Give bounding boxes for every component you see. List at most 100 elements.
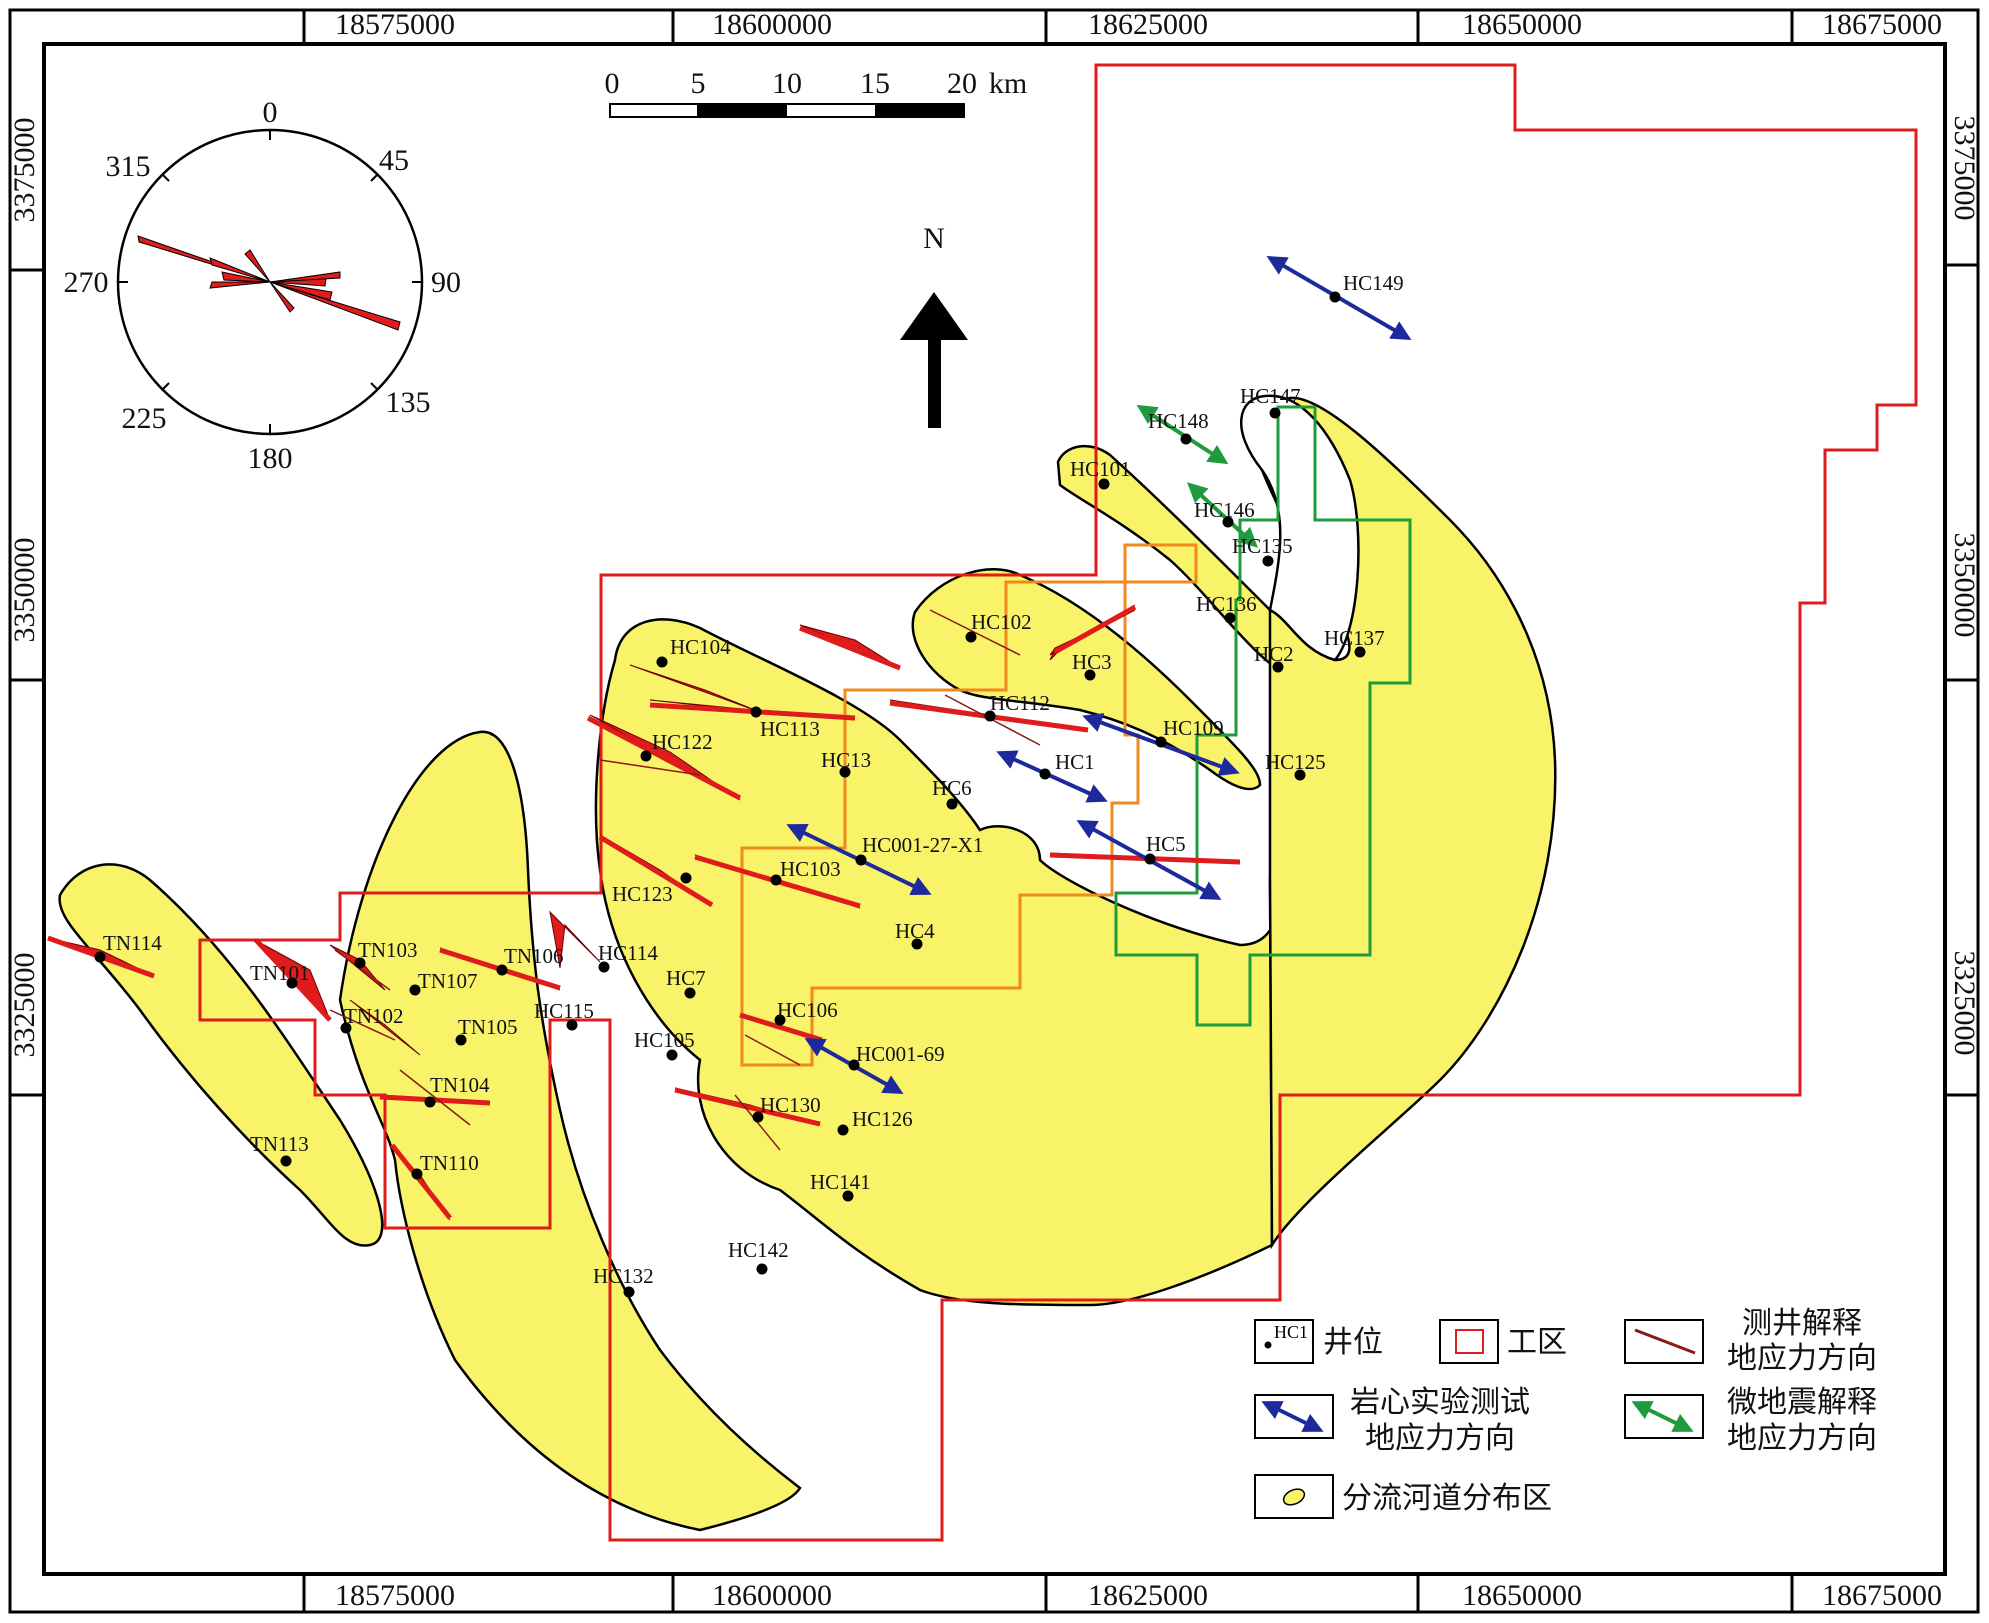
well-marker[interactable]: [1180, 433, 1192, 445]
well-marker[interactable]: [1084, 669, 1096, 681]
bottom-tick-label: 18650000: [1462, 1579, 1582, 1612]
stress-ray: [334, 949, 391, 991]
well-marker[interactable]: [1224, 612, 1236, 624]
well-marker[interactable]: [1272, 661, 1284, 673]
well-marker[interactable]: [455, 1034, 467, 1046]
legend-well-sample: HC1: [1274, 1322, 1308, 1342]
scale-bar: 0 5 10 15 20 km: [605, 67, 1027, 118]
well-marker[interactable]: [1098, 478, 1110, 490]
well-label: HC132: [593, 1264, 654, 1288]
well-label: TN105: [458, 1015, 518, 1039]
stress-bar: [390, 1143, 452, 1220]
right-axis-labels: 3375000 3350000 3325000: [1948, 116, 1981, 1056]
scale-tick-label: 10: [772, 67, 802, 100]
bottom-axis-labels: 18575000 18600000 18625000 18650000 1867…: [335, 1579, 1942, 1612]
well-label: HC101: [1070, 457, 1131, 481]
work-area-boundary: [198, 63, 1918, 1542]
well-marker[interactable]: [1269, 407, 1281, 419]
well-marker[interactable]: [839, 766, 851, 778]
well-marker[interactable]: [911, 938, 923, 950]
scale-tick-label: 0: [605, 67, 620, 100]
well-marker[interactable]: [1222, 516, 1234, 528]
rose-diagram: 0 45 90 135 180 225 270 315: [64, 96, 462, 475]
well-marker[interactable]: [855, 854, 867, 866]
stress-ray: [929, 609, 1021, 656]
well-marker[interactable]: [656, 656, 668, 668]
well-marker[interactable]: [598, 961, 610, 973]
legend-micro-stress-line1: 微地震解释: [1727, 1385, 1877, 1420]
well-marker[interactable]: [1262, 555, 1274, 567]
bottom-tick-label: 18575000: [335, 1579, 455, 1612]
rose-angle-label: 225: [122, 402, 167, 435]
well-marker[interactable]: [94, 951, 106, 963]
well-marker[interactable]: [286, 977, 298, 989]
well-marker[interactable]: [623, 1286, 635, 1298]
scale-bar-segment: [697, 104, 787, 117]
well-marker[interactable]: [666, 1049, 678, 1061]
legend-well-swatch: [1254, 1319, 1314, 1364]
scale-tick-label: 20: [947, 67, 977, 100]
well-marker[interactable]: [752, 1111, 764, 1123]
well-marker[interactable]: [566, 1019, 578, 1031]
right-tick-label: 3375000: [1948, 116, 1981, 221]
well-marker[interactable]: [774, 1014, 786, 1026]
scale-tick-label: 5: [691, 67, 706, 100]
well-marker[interactable]: [340, 1022, 352, 1034]
stress-ray: [734, 1094, 781, 1151]
well-marker[interactable]: [409, 984, 421, 996]
legend-micro-stress-arrow: [1631, 1401, 1694, 1432]
well-marker[interactable]: [424, 1096, 436, 1108]
rose-petal: [221, 271, 271, 283]
well-marker[interactable]: [680, 872, 692, 884]
well-label: HC122: [652, 730, 713, 754]
left-tick-label: 3375000: [8, 118, 41, 223]
well-marker[interactable]: [1144, 853, 1156, 865]
rosette-hc104: [629, 664, 761, 713]
well-marker[interactable]: [354, 957, 366, 969]
well-label: HC148: [1148, 409, 1209, 433]
well-marker[interactable]: [1155, 736, 1167, 748]
well-label: HC113: [760, 717, 820, 741]
well-label: HC126: [852, 1107, 913, 1131]
rose-petal: [209, 257, 271, 283]
left-tick-label: 3350000: [8, 538, 41, 643]
well-label: HC112: [990, 691, 1050, 715]
well-marker[interactable]: [848, 1059, 860, 1071]
well-marker[interactable]: [965, 631, 977, 643]
well-marker[interactable]: [411, 1168, 423, 1180]
well-label: HC102: [971, 610, 1032, 634]
well-marker[interactable]: [640, 750, 652, 762]
well-marker[interactable]: [750, 706, 762, 718]
stress-bar: [739, 1012, 823, 1043]
stress-bar: [598, 834, 714, 908]
well-label: HC001-69: [856, 1042, 945, 1066]
well-label: TN101: [250, 961, 310, 985]
well-marker[interactable]: [842, 1190, 854, 1202]
rose-petal: [269, 281, 333, 301]
well-marker[interactable]: [770, 874, 782, 886]
well-marker[interactable]: [1329, 291, 1341, 303]
well-marker[interactable]: [1039, 768, 1051, 780]
stress-ray: [399, 1069, 471, 1126]
legend-work-area-label: 工区: [1507, 1325, 1567, 1360]
well-label: HC7: [666, 966, 706, 990]
micro-arrow-hc148: [1136, 404, 1229, 465]
frame-ticks: [10, 10, 1978, 1612]
well-marker[interactable]: [496, 964, 508, 976]
well-marker[interactable]: [1294, 769, 1306, 781]
well-marker[interactable]: [837, 1124, 849, 1136]
core-arrow-hc1: [996, 750, 1108, 803]
well-label: HC136: [1196, 592, 1257, 616]
rose-angle-label: 180: [248, 442, 293, 475]
well-marker[interactable]: [280, 1155, 292, 1167]
well-marker[interactable]: [684, 987, 696, 999]
channel-area-southwest: [338, 730, 802, 1532]
well-label: HC135: [1232, 534, 1293, 558]
well-marker[interactable]: [946, 798, 958, 810]
legend-channel-shape: [1282, 1488, 1306, 1506]
top-tick-label: 18600000: [712, 8, 832, 41]
well-marker[interactable]: [756, 1263, 768, 1275]
well-label: HC114: [598, 941, 658, 965]
well-marker[interactable]: [984, 710, 996, 722]
well-marker[interactable]: [1354, 646, 1366, 658]
